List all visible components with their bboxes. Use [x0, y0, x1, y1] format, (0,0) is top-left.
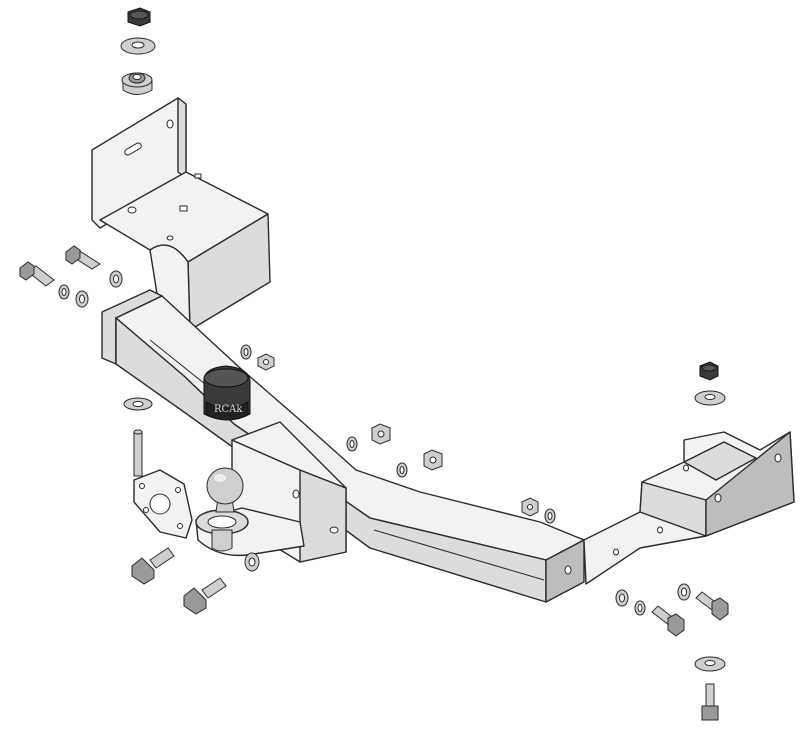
bottom-left-bolt-1 — [131, 547, 175, 585]
top-left-nut — [127, 7, 151, 27]
beam-nut-1 — [371, 423, 391, 445]
socket-plate-stud — [133, 429, 143, 477]
beam-washer-2 — [396, 462, 408, 478]
right-upper-washer — [677, 583, 691, 601]
left-upper-washer — [109, 270, 123, 288]
right-bottom-bolt — [701, 683, 719, 721]
tow-ball-cap: RCAk — [203, 365, 251, 421]
left-lower-washers — [58, 284, 89, 308]
center-left-nut — [257, 353, 275, 371]
bottom-center-washer — [244, 552, 260, 572]
beam-nut-3 — [521, 497, 539, 517]
tow-ball — [206, 467, 244, 513]
tow-ball-bracket — [195, 507, 305, 557]
left-lower-bolt — [19, 261, 55, 287]
beam-washer-3 — [544, 508, 556, 524]
left-mounting-bracket — [91, 97, 271, 331]
top-left-bushing — [121, 72, 153, 95]
main-cross-beam — [101, 289, 585, 603]
right-top-washer — [694, 390, 726, 406]
right-mounting-bracket — [564, 431, 795, 585]
right-lower-bolt — [651, 605, 685, 637]
socket-plate — [133, 469, 193, 539]
right-lower-washers — [615, 589, 646, 616]
ball-cap-logo-text: RCAk — [214, 404, 243, 415]
beam-washer-1 — [346, 436, 358, 452]
left-upper-bolt — [65, 245, 101, 270]
right-top-nut — [699, 361, 719, 381]
top-left-washer — [120, 37, 156, 55]
right-upper-bolt — [695, 591, 729, 621]
left-flat-washer — [123, 397, 153, 411]
right-bottom-washer — [694, 656, 726, 672]
beam-nut-2 — [423, 449, 443, 471]
bottom-left-bolt-2 — [183, 577, 227, 615]
center-left-washer — [240, 344, 252, 360]
